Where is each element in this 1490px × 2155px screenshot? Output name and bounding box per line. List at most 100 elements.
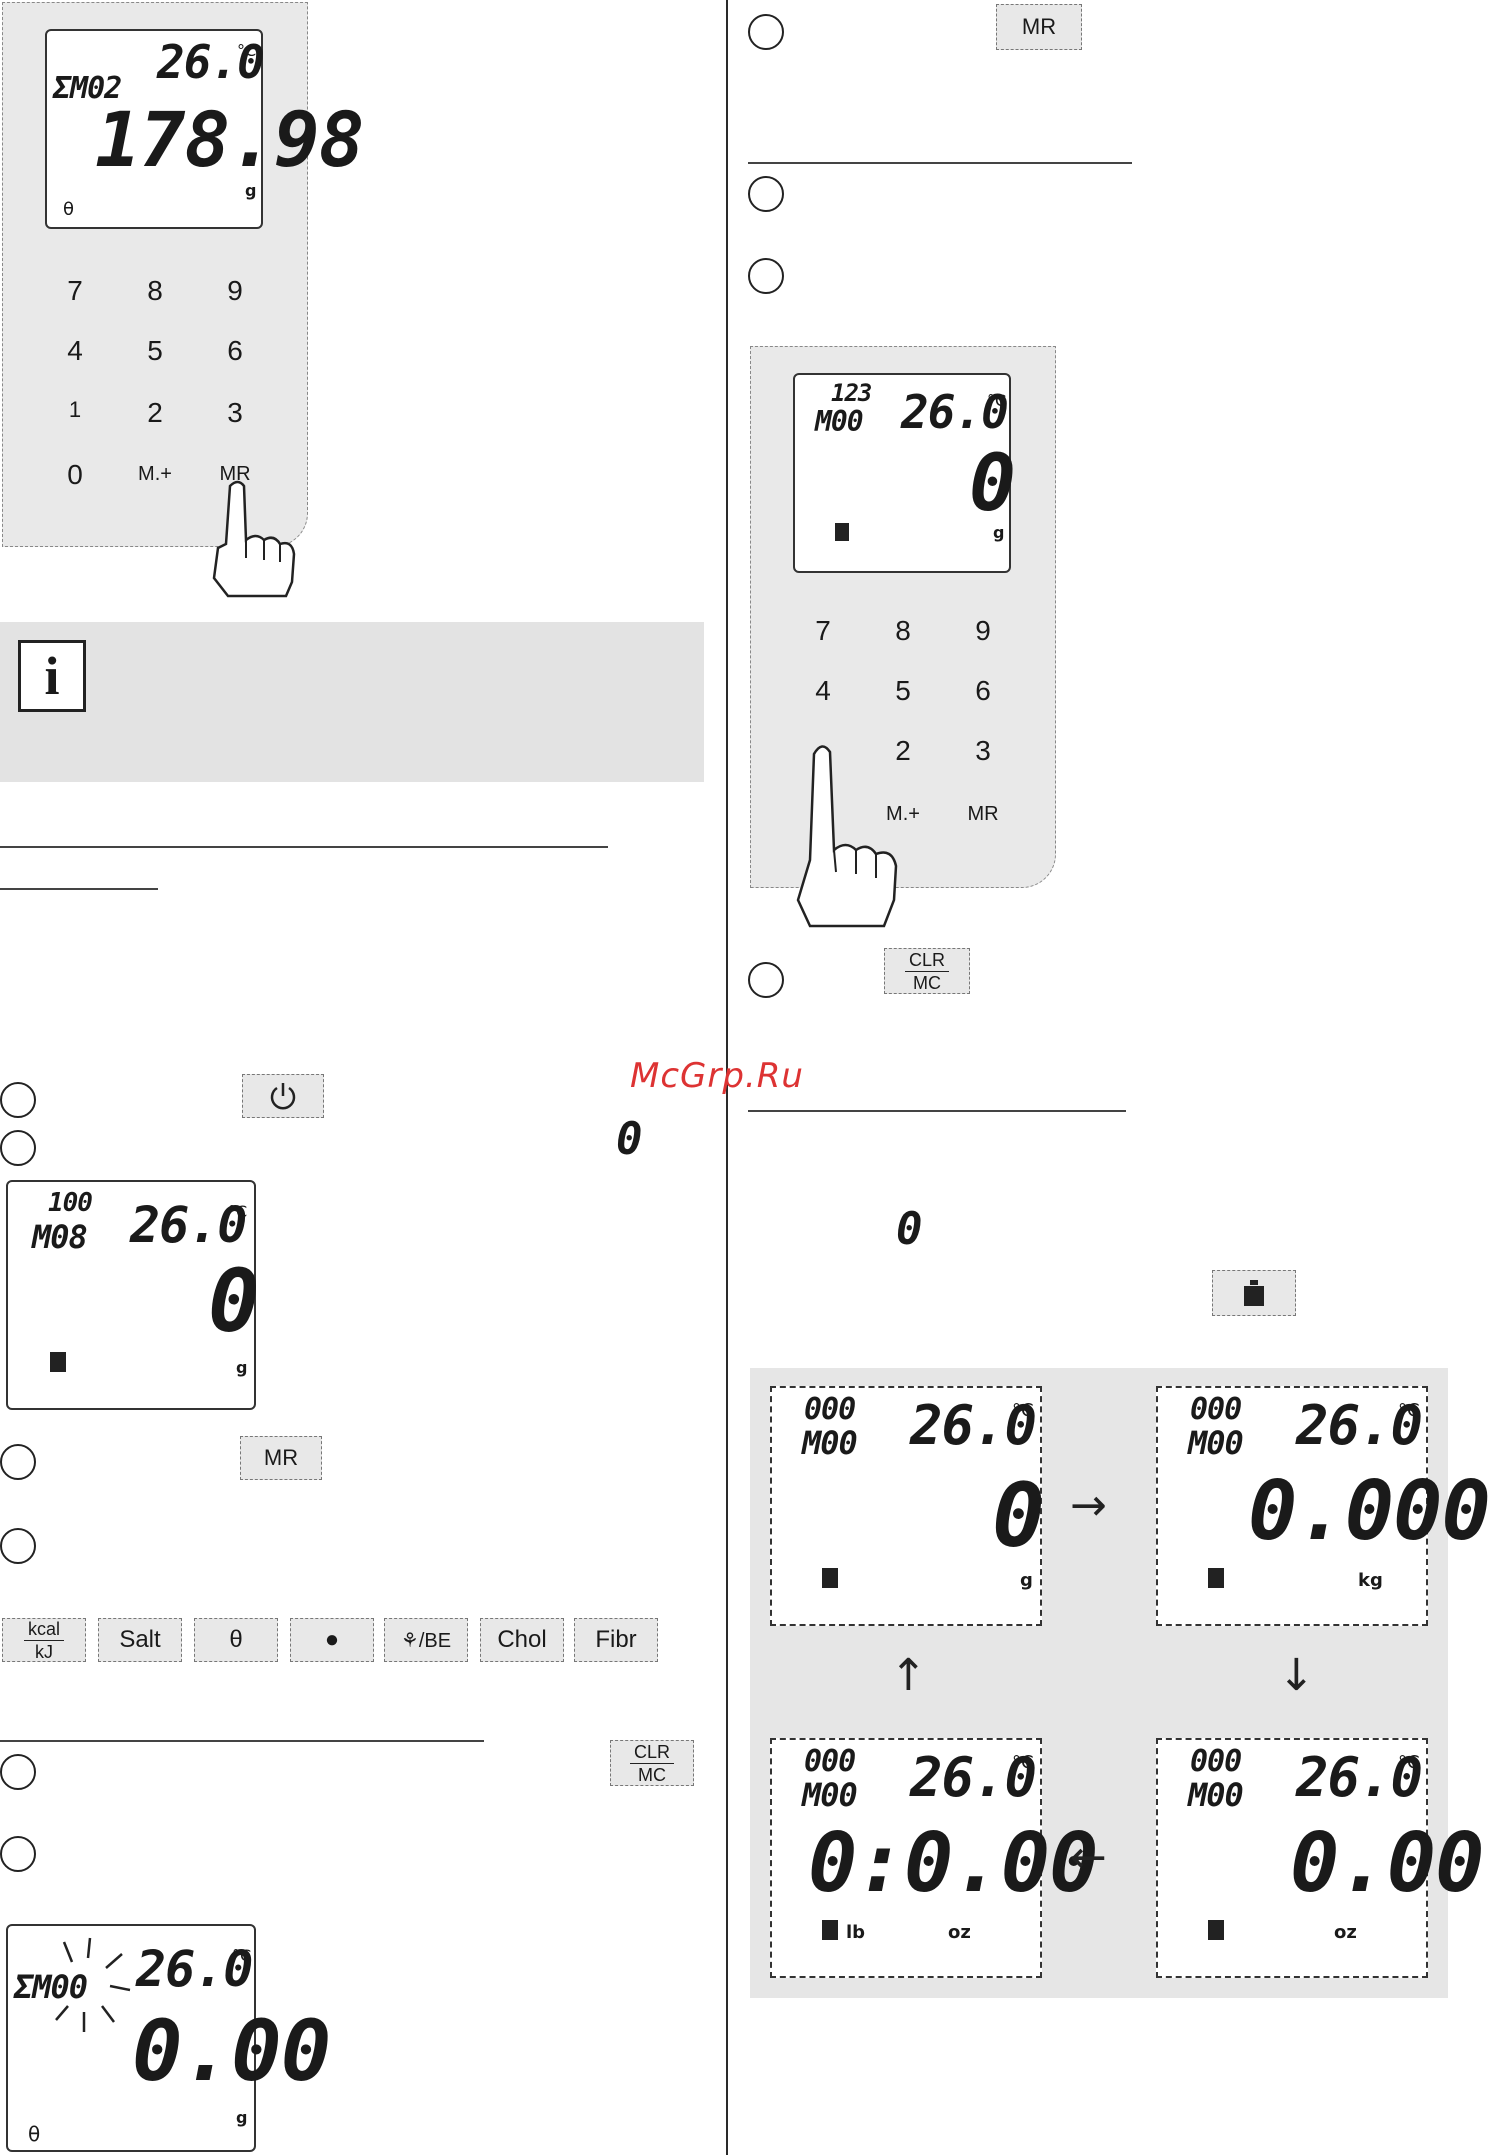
key-1[interactable]: 1	[68, 397, 82, 422]
key-2[interactable]: 2	[147, 397, 163, 428]
memory-label: M00	[815, 405, 864, 438]
temperature-value: 26.0	[157, 35, 265, 89]
temperature-value: 26.0	[1296, 1746, 1423, 1809]
key-2[interactable]: 2	[895, 735, 911, 766]
weight-unit: g	[236, 2108, 248, 2127]
temperature-value: 26.0	[1296, 1394, 1423, 1457]
section-rule	[0, 1740, 484, 1742]
weight-lb-value: 0:	[808, 1816, 906, 1911]
carb-be-button[interactable]: ⚘/BE	[384, 1618, 468, 1662]
weight-value: 0.00	[132, 2002, 331, 2100]
mr-button[interactable]: MR	[996, 4, 1082, 50]
salt-button[interactable]: Salt	[98, 1618, 182, 1662]
temp-unit: °C	[1012, 1400, 1034, 1421]
temperature-value: 26.0	[910, 1394, 1037, 1457]
lcd-display: 100 M08 26.0 °C 0 g	[6, 1180, 260, 1410]
step-circle	[0, 1082, 36, 1118]
key-mr[interactable]: MR	[219, 463, 251, 485]
memory-top: 000	[1190, 1392, 1242, 1427]
temp-unit: °C	[1398, 1752, 1420, 1773]
unit-display-g: 000 M00 26.0 °C 0 g	[770, 1386, 1045, 1626]
step-circle	[0, 1528, 36, 1564]
power-icon	[270, 1083, 296, 1110]
kj-label: kJ	[34, 1641, 53, 1662]
key-6[interactable]: 6	[975, 675, 991, 706]
theta-icon: θ	[63, 199, 75, 220]
key-8[interactable]: 8	[147, 275, 163, 306]
key-3[interactable]: 3	[975, 735, 991, 766]
temp-unit: °C	[232, 1946, 252, 1965]
blink-rays-icon	[55, 1937, 131, 2032]
key-0[interactable]: 0	[67, 459, 83, 490]
temp-unit: °C	[237, 41, 257, 60]
step-circle	[0, 1836, 36, 1872]
step-circle	[748, 962, 784, 998]
key-mr[interactable]: MR	[967, 803, 999, 825]
zero-symbol: 0	[896, 1204, 922, 1255]
key-3[interactable]: 3	[227, 397, 243, 428]
key-5[interactable]: 5	[895, 675, 911, 706]
theta-button[interactable]: θ	[194, 1618, 278, 1662]
key-mplus[interactable]: M.+	[138, 463, 172, 485]
key-5[interactable]: 5	[147, 335, 163, 366]
chol-button[interactable]: Chol	[480, 1618, 564, 1662]
memory-top: 000	[804, 1392, 856, 1427]
unit-cycle-panel: 000 M00 26.0 °C 0 g 000 M00 26.0 °C 0.00…	[750, 1368, 1490, 1998]
watermark: McGrp.Ru	[630, 1056, 804, 1096]
memory-top: 000	[804, 1744, 856, 1779]
kcal-label: kcal	[23, 1620, 64, 1641]
power-button[interactable]	[242, 1074, 324, 1118]
weight-unit: g	[1020, 1570, 1033, 1591]
memory-label: M00	[802, 1424, 858, 1462]
weight-value: 0.00	[904, 1816, 1098, 1911]
weight-unit: g	[245, 181, 257, 200]
weight-value: 0	[208, 1252, 260, 1352]
temp-unit: °C	[1012, 1752, 1034, 1773]
lcd-display: ΣM02 26.0 °C 178.98 g θ	[45, 29, 365, 229]
key-6[interactable]: 6	[227, 335, 243, 366]
weight-value: 0	[992, 1464, 1045, 1567]
step-circle	[0, 1130, 36, 1166]
weight-value: 0.00	[1290, 1816, 1484, 1911]
clr-label: CLR	[904, 951, 949, 972]
weight-unit: oz	[1334, 1922, 1357, 1943]
lcd-display: ΣM00 26.0 °C 0.00 g θ	[6, 1924, 331, 2152]
key-4[interactable]: 4	[67, 335, 83, 366]
weight-icon	[822, 1920, 838, 1940]
memory-label: M00	[1188, 1776, 1244, 1814]
memory-top: 000	[1190, 1744, 1242, 1779]
weight-unit: g	[993, 523, 1005, 542]
lcd-display: 123 M00 26.0 °C 0 g	[793, 373, 1016, 573]
fat-drop-button[interactable]: ●	[290, 1618, 374, 1662]
arrow-left-icon: ←	[1070, 1832, 1107, 1883]
weight-icon	[1208, 1920, 1224, 1940]
memory-label: M08	[32, 1218, 88, 1256]
arrow-right-icon: →	[1070, 1480, 1107, 1531]
mr-button[interactable]: MR	[240, 1436, 322, 1480]
section-rule-short	[0, 888, 158, 890]
unit-display-oz: 000 M00 26.0 °C 0.00 oz	[1156, 1738, 1484, 1978]
weight-value: 178.98	[95, 95, 365, 184]
key-mplus[interactable]: M.+	[886, 803, 920, 825]
key-8[interactable]: 8	[895, 615, 911, 646]
key-9[interactable]: 9	[227, 275, 243, 306]
weight-value: 0	[969, 439, 1016, 529]
arrow-up-icon: ↑	[890, 1650, 927, 1701]
zero-symbol: 0	[616, 1114, 642, 1165]
key-7[interactable]: 7	[815, 615, 831, 646]
step-circle	[0, 1444, 36, 1480]
temperature-value: 26.0	[910, 1746, 1037, 1809]
tare-button[interactable]	[1212, 1270, 1296, 1316]
fibr-button[interactable]: Fibr	[574, 1618, 658, 1662]
step-circle	[0, 1754, 36, 1790]
key-9[interactable]: 9	[975, 615, 991, 646]
key-4[interactable]: 4	[815, 675, 831, 706]
key-7[interactable]: 7	[67, 275, 83, 306]
memory-label: ΣM00	[14, 1968, 88, 2006]
temp-unit: °C	[228, 1202, 248, 1221]
clr-label: CLR	[629, 1743, 674, 1764]
temp-unit: °C	[987, 391, 1007, 410]
